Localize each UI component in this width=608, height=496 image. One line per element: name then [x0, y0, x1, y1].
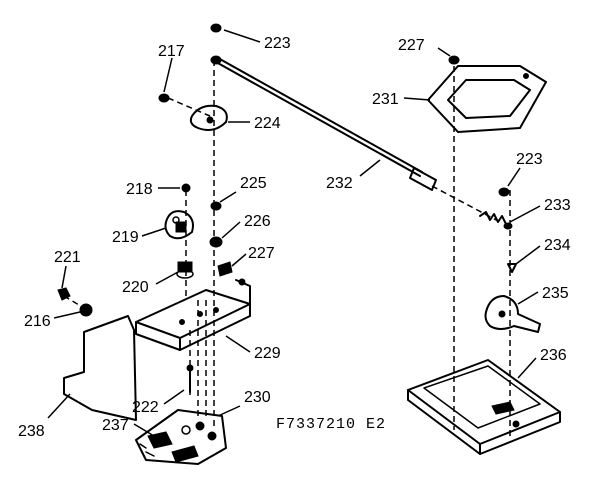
- label-238: 238: [18, 423, 45, 440]
- leader-238: [47, 393, 71, 419]
- leader-227-right: [437, 47, 451, 57]
- leader-220: [155, 271, 179, 285]
- label-216: 216: [24, 313, 51, 330]
- leader-217: [163, 57, 173, 93]
- leader-227-left: [231, 253, 247, 267]
- label-236: 236: [540, 347, 567, 364]
- label-220: 220: [122, 279, 149, 296]
- assembly-line-221: [63, 295, 85, 309]
- part-233-spring: [479, 211, 513, 230]
- label-223-right: 223: [516, 151, 543, 168]
- label-237: 237: [102, 417, 129, 434]
- part-232-rod: [215, 57, 437, 191]
- leader-222: [163, 389, 185, 405]
- leader-234: [515, 245, 541, 265]
- part-223-right-clip: [498, 187, 510, 197]
- part-224-bracket: [189, 104, 228, 131]
- label-231: 231: [372, 91, 399, 108]
- leader-232: [359, 159, 381, 177]
- leader-236: [517, 357, 537, 379]
- part-231-cover: [427, 65, 547, 133]
- label-227-left: 227: [248, 245, 275, 262]
- leader-219: [141, 227, 167, 237]
- label-233: 233: [544, 197, 571, 214]
- label-225: 225: [240, 175, 267, 192]
- leader-lines: [47, 29, 541, 437]
- leader-223-right: [507, 167, 521, 187]
- leader-233: [509, 205, 541, 223]
- part-216-nut: [79, 303, 93, 317]
- leader-230: [217, 405, 241, 417]
- part-labels: 223 217 224 218 225 226 227 219 220 221 …: [18, 35, 571, 440]
- label-223-top: 223: [264, 35, 291, 52]
- label-224: 224: [254, 115, 281, 132]
- label-232: 232: [326, 175, 353, 192]
- leader-221: [61, 265, 67, 289]
- label-234: 234: [544, 237, 571, 254]
- part-236-tray: [407, 359, 561, 455]
- part-229-mounting-plate: [135, 279, 251, 351]
- drawing-code: F7337210 E2: [276, 416, 386, 433]
- assembly-line-217: [167, 97, 211, 117]
- leader-216: [53, 311, 81, 319]
- part-234-pin: [507, 263, 517, 273]
- parts: [57, 23, 561, 465]
- part-225-screw: [210, 201, 222, 211]
- leader-235: [517, 291, 539, 305]
- leader-226: [221, 221, 241, 239]
- leader-237: [133, 423, 155, 437]
- leader-229: [225, 335, 251, 353]
- part-217-clip: [158, 93, 170, 103]
- label-221: 221: [54, 249, 81, 266]
- label-226: 226: [244, 213, 271, 230]
- label-218: 218: [126, 181, 153, 198]
- part-235-lever: [484, 295, 541, 333]
- label-222: 222: [132, 399, 159, 416]
- part-220-nut: [176, 261, 194, 279]
- part-219-cam: [164, 210, 194, 240]
- leader-223-top: [223, 29, 261, 43]
- part-226-washer: [209, 236, 223, 248]
- part-218-screw: [181, 183, 191, 193]
- label-229: 229: [254, 345, 281, 362]
- assembly-line-232-233: [431, 185, 501, 223]
- leader-225: [219, 191, 237, 203]
- part-221-screw: [57, 287, 71, 301]
- label-227-right: 227: [398, 37, 425, 54]
- label-230: 230: [244, 389, 271, 406]
- leader-231: [403, 97, 431, 101]
- part-238-panel: [63, 315, 137, 421]
- part-227-clip-right: [448, 55, 460, 65]
- label-217: 217: [158, 43, 185, 60]
- label-235: 235: [542, 285, 569, 302]
- label-219: 219: [112, 229, 139, 246]
- part-237-motor: [135, 409, 227, 465]
- part-222-screw: [186, 364, 194, 393]
